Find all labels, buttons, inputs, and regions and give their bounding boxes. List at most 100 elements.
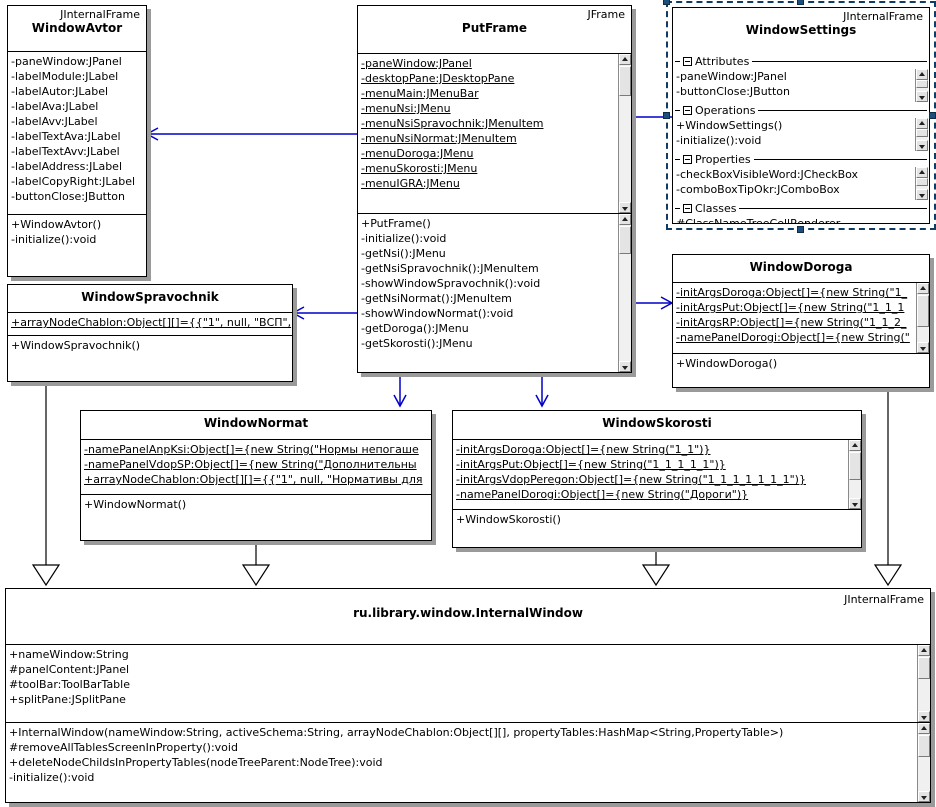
scrollbar-thumb[interactable]	[916, 129, 928, 137]
attributes-scrollbar-window-skorosti[interactable]	[848, 440, 861, 509]
selection-handle-top-center[interactable]	[797, 0, 804, 5]
attribute-row: -labelAvv:JLabel	[11, 115, 98, 128]
scroll-down-button[interactable]	[619, 361, 631, 372]
class-header-window-spravochnik: WindowSpravochnik	[8, 285, 292, 313]
attribute-row: -menuDoroga:JMenu	[361, 147, 474, 160]
class-name: WindowSkorosti	[602, 416, 712, 430]
attribute-row: -namePanelDorogi:Object[]={new String("	[676, 331, 910, 344]
scroll-down-button[interactable]	[918, 791, 930, 802]
class-name: WindowAvtor	[31, 21, 123, 35]
scrollbar-thumb[interactable]	[619, 226, 631, 254]
scroll-up-button[interactable]	[916, 167, 928, 178]
class-box-window-avtor[interactable]: JInternalFrame WindowAvtor -paneWindow:J…	[7, 5, 147, 277]
operation-row: -initialize():void	[11, 233, 97, 246]
scroll-up-button[interactable]	[917, 283, 929, 294]
operation-row: +WindowDoroga()	[676, 357, 778, 370]
scroll-down-button[interactable]	[917, 342, 929, 353]
selection-handle-middle-right[interactable]	[929, 112, 936, 119]
collapse-box-icon[interactable]	[683, 154, 692, 164]
attributes-scrollbar-internal-window[interactable]	[917, 645, 930, 722]
scroll-up-button[interactable]	[849, 440, 861, 451]
attribute-row: +arrayNodeChablon:Object[][]={{"1", null…	[11, 316, 292, 329]
operations-scrollbar-internal-window[interactable]	[917, 723, 930, 802]
class-box-window-normat[interactable]: WindowNormat -namePanelAnpKsi:Object[]={…	[80, 410, 432, 541]
class-header-window-skorosti: WindowSkorosti	[453, 411, 861, 440]
scrollbar-thumb[interactable]	[916, 80, 928, 88]
class-header-window-normat: WindowNormat	[81, 411, 431, 440]
attribute-row: -labelTextAva:JLabel	[11, 130, 121, 143]
operation-row: #removeAllTablesScreenInProperty():void	[9, 741, 238, 754]
scroll-down-button[interactable]	[916, 189, 928, 200]
collapse-box-icon[interactable]	[683, 105, 692, 115]
class-box-window-skorosti[interactable]: WindowSkorosti -initArgsDoroga:Object[]=…	[452, 410, 862, 548]
attribute-row: +nameWindow:String	[9, 648, 129, 661]
caret-up-icon	[622, 56, 628, 61]
operations-scrollbar-window-settings[interactable]	[915, 118, 928, 151]
section-rule	[758, 109, 927, 111]
scrollbar-thumb[interactable]	[918, 657, 930, 679]
scroll-down-button[interactable]	[849, 498, 861, 509]
scrollbar-thumb[interactable]	[918, 735, 930, 757]
scroll-up-button[interactable]	[619, 54, 631, 65]
class-box-window-doroga[interactable]: WindowDoroga -initArgsDoroga:Object[]={n…	[672, 254, 930, 388]
caret-up-icon	[921, 647, 927, 652]
section-label: Attributes	[695, 54, 750, 68]
class-name: ru.library.window.InternalWindow	[353, 606, 583, 620]
scroll-down-button[interactable]	[619, 202, 631, 213]
class-box-window-settings[interactable]: JInternalFrame WindowSettings Attributes…	[672, 7, 930, 224]
scroll-up-button[interactable]	[916, 69, 928, 80]
operations-compartment-window-doroga: +WindowDoroga()	[673, 354, 929, 387]
attributes-compartment-put-frame: -paneWindow:JPanel -desktopPane:JDesktop…	[358, 54, 631, 214]
collapse-box-icon[interactable]	[683, 203, 692, 213]
selection-handle-top-left[interactable]	[663, 0, 670, 5]
collapse-box-icon[interactable]	[683, 56, 692, 66]
scroll-up-button[interactable]	[918, 723, 930, 734]
scroll-down-button[interactable]	[918, 711, 930, 722]
attribute-row: -menuNsiNormat:JMenuItem	[361, 132, 517, 145]
property-row: -checkBoxVisibleWord:JCheckBox	[676, 168, 859, 181]
section-rule	[752, 60, 927, 62]
scrollbar-thumb[interactable]	[849, 452, 861, 480]
attributes-scrollbar-window-doroga[interactable]	[916, 283, 929, 353]
section-header-attributes[interactable]: Attributes	[673, 53, 929, 69]
class-stereotype: JFrame	[587, 8, 625, 21]
attributes-compartment-window-settings: -paneWindow:JPanel -buttonClose:JButton	[673, 69, 929, 102]
attributes-scrollbar-window-settings[interactable]	[915, 69, 928, 102]
scrollbar-thumb[interactable]	[619, 66, 631, 96]
section-header-properties[interactable]: Properties	[673, 151, 929, 167]
operation-row: -showWindowSpravochnik():void	[361, 277, 541, 290]
section-header-operations[interactable]: Operations	[673, 102, 929, 118]
class-name: WindowSettings	[745, 23, 857, 37]
section-header-classes[interactable]: Classes	[673, 200, 929, 216]
section-rule	[753, 158, 927, 160]
attribute-row: -labelTextAvv:JLabel	[11, 145, 120, 158]
scroll-down-button[interactable]	[916, 140, 928, 151]
scroll-down-button[interactable]	[916, 91, 928, 102]
attributes-compartment-window-avtor: -paneWindow:JPanel -labelModule:JLabel -…	[8, 52, 146, 215]
class-header-window-settings: JInternalFrame WindowSettings	[673, 8, 929, 53]
attribute-row: -paneWindow:JPanel	[361, 57, 472, 70]
scrollbar-thumb[interactable]	[916, 178, 928, 186]
attribute-row: -initArgsDoroga:Object[]={new String("1_…	[456, 443, 711, 456]
class-box-internal-window[interactable]: JInternalFrame ru.library.window.Interna…	[5, 588, 931, 803]
scrollbar-thumb[interactable]	[917, 295, 929, 327]
selection-handle-middle-left[interactable]	[663, 112, 670, 119]
class-box-put-frame[interactable]: JFrame PutFrame -paneWindow:JPanel -desk…	[357, 5, 632, 373]
class-stereotype: JInternalFrame	[60, 8, 140, 21]
section-label: Properties	[695, 152, 751, 166]
selection-handle-bottom-center[interactable]	[797, 226, 804, 233]
attributes-compartment-window-doroga: -initArgsDoroga:Object[]={new String("1_…	[673, 283, 929, 354]
scroll-up-button[interactable]	[916, 118, 928, 129]
class-stereotype: JInternalFrame	[843, 10, 923, 23]
operations-compartment-window-skorosti: +WindowSkorosti()	[453, 510, 861, 547]
class-box-window-spravochnik[interactable]: WindowSpravochnik +arrayNodeChablon:Obje…	[7, 284, 293, 382]
operations-scrollbar-put-frame[interactable]	[618, 214, 631, 372]
attribute-row: -initArgsPut:Object[]={new String("1_1_1…	[456, 458, 726, 471]
properties-scrollbar-window-settings[interactable]	[915, 167, 928, 200]
scroll-up-button[interactable]	[918, 645, 930, 656]
operation-row: +WindowSpravochnik()	[11, 339, 141, 352]
scroll-up-button[interactable]	[619, 214, 631, 225]
section-rule	[739, 207, 927, 209]
attribute-row: -initArgsPut:Object[]={new String("1_1_1	[676, 301, 905, 314]
attributes-scrollbar-put-frame[interactable]	[618, 54, 631, 213]
